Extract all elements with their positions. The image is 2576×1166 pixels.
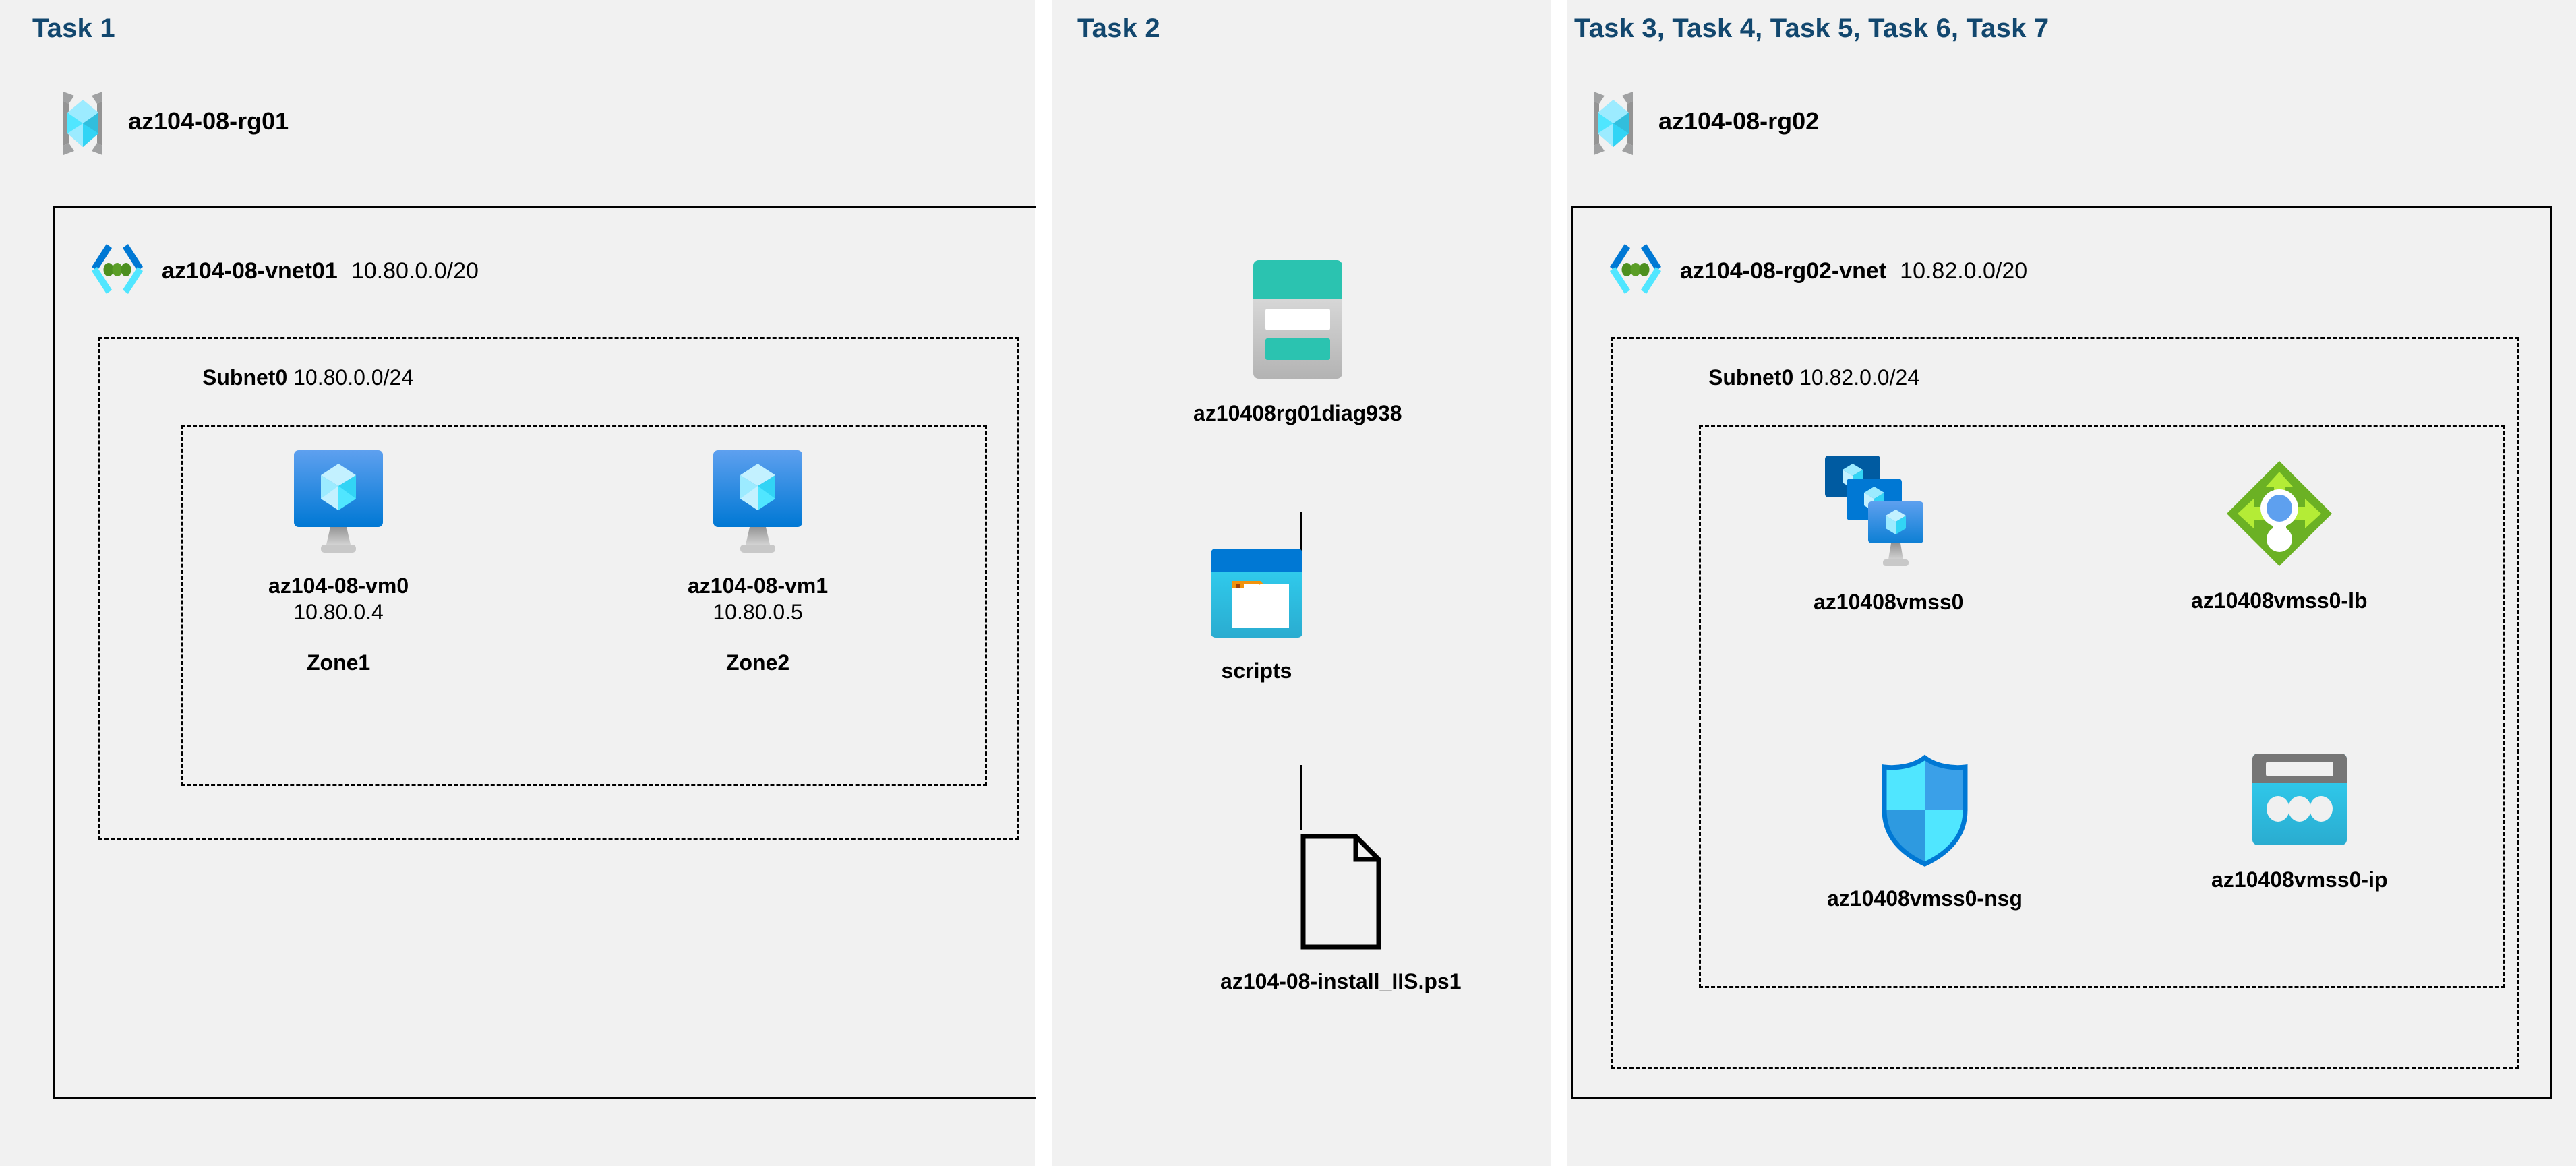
nsg-caption: az10408vmss0-nsg <box>1827 886 2023 912</box>
load-balancer-caption: az10408vmss0-lb <box>2191 588 2368 614</box>
vnet02-header: az104-08-rg02-vnet 10.82.0.0/20 <box>1605 240 2027 302</box>
connector-container-to-file <box>1300 765 1302 830</box>
subnet-name: Subnet0 <box>202 365 288 390</box>
vm-node-vm0: az104-08-vm0 10.80.0.4 Zone1 <box>268 448 409 676</box>
vmss-name: az10408vmss0 <box>1814 590 1964 614</box>
blob-container-icon <box>1207 546 1307 640</box>
task-2-title: Task 2 <box>1077 13 1160 43</box>
virtual-network-icon <box>1605 240 1667 302</box>
blob-container-node: scripts <box>1207 546 1307 684</box>
storage-account-icon <box>1234 256 1361 383</box>
resource-group-icon <box>1584 86 1642 156</box>
storage-account-node: az10408rg01diag938 <box>1193 256 1402 427</box>
vm-ip: 10.80.0.5 <box>713 600 803 625</box>
blob-container-name: scripts <box>1221 658 1292 683</box>
task-1-title: Task 1 <box>32 13 115 43</box>
public-ip-name: az10408vmss0-ip <box>2211 867 2388 892</box>
vm-zone: Zone2 <box>725 650 790 675</box>
vmss-node: az10408vmss0 <box>1814 453 1963 615</box>
vm-caption: az104-08-vm0 10.80.0.4 Zone1 <box>268 573 409 676</box>
script-file-caption: az104-08-install_IIS.ps1 <box>1220 969 1462 995</box>
subnet-cidr: 10.80.0.0/24 <box>293 365 414 390</box>
vnet-cidr: 10.80.0.0/20 <box>351 257 479 284</box>
resource-group-rg02: az104-08-rg02 <box>1584 86 1819 156</box>
vmss-caption: az10408vmss0 <box>1814 589 1963 615</box>
resource-group-rg01: az104-08-rg01 <box>54 86 289 156</box>
vnet02-boundary <box>1571 206 2552 1099</box>
availability-zone-group-boundary <box>181 425 987 786</box>
panel-task3 <box>1567 0 2576 1166</box>
vm-zone: Zone1 <box>306 650 371 675</box>
storage-account-name: az10408rg01diag938 <box>1193 401 1402 425</box>
storage-account-caption: az10408rg01diag938 <box>1193 400 1402 427</box>
script-file-name: az104-08-install_IIS.ps1 <box>1220 969 1462 993</box>
subnet0-label-left: Subnet0 10.80.0.0/24 <box>202 365 413 390</box>
load-balancer-icon <box>2223 457 2336 570</box>
panel-task1 <box>0 0 1035 1166</box>
blob-container-caption: scripts <box>1222 658 1292 684</box>
script-file-node: az104-08-install_IIS.ps1 <box>1220 832 1462 995</box>
nsg-name: az10408vmss0-nsg <box>1827 886 2023 911</box>
load-balancer-name: az10408vmss0-lb <box>2191 588 2368 613</box>
subnet-cidr: 10.82.0.0/24 <box>1799 365 1920 390</box>
vmss-resource-group-boundary <box>1699 425 2505 988</box>
vm-node-vm1: az104-08-vm1 10.80.0.5 Zone2 <box>688 448 828 676</box>
subnet-name: Subnet0 <box>1708 365 1794 390</box>
connector-storage-to-container <box>1300 512 1302 574</box>
subnet0-boundary-left <box>98 337 1019 840</box>
resource-group-icon <box>54 86 112 156</box>
vnet-name: az104-08-vnet01 <box>162 257 338 284</box>
vnet01-header: az104-08-vnet01 10.80.0.0/20 <box>86 240 479 302</box>
virtual-network-icon <box>86 240 148 302</box>
vnet-name: az104-08-rg02-vnet <box>1680 257 1887 284</box>
vm-name: az104-08-vm0 <box>268 574 409 598</box>
resource-group-name: az104-08-rg02 <box>1658 107 1820 135</box>
vm-scale-set-icon <box>1821 453 1956 572</box>
nsg-node: az10408vmss0-nsg <box>1827 752 2023 912</box>
vm-caption: az104-08-vm1 10.80.0.5 Zone2 <box>688 573 828 676</box>
vm-name: az104-08-vm1 <box>688 574 829 598</box>
load-balancer-node: az10408vmss0-lb <box>2191 457 2368 614</box>
network-security-group-icon <box>1875 752 1975 868</box>
virtual-machine-icon <box>289 448 388 555</box>
script-file-icon <box>1296 832 1385 951</box>
virtual-machine-icon <box>708 448 808 555</box>
public-ip-node: az10408vmss0-ip <box>2211 749 2388 893</box>
task-3-to-7-title: Task 3, Task 4, Task 5, Task 6, Task 7 <box>1574 13 2049 43</box>
vnet-cidr: 10.82.0.0/20 <box>1900 257 2028 284</box>
subnet0-label-right: Subnet0 10.82.0.0/24 <box>1708 365 1919 390</box>
public-ip-caption: az10408vmss0-ip <box>2211 867 2388 893</box>
vm-ip: 10.80.0.4 <box>293 600 384 625</box>
resource-group-name: az104-08-rg01 <box>128 107 289 135</box>
public-ip-address-icon <box>2248 749 2351 849</box>
subnet0-boundary-right <box>1611 337 2519 1069</box>
